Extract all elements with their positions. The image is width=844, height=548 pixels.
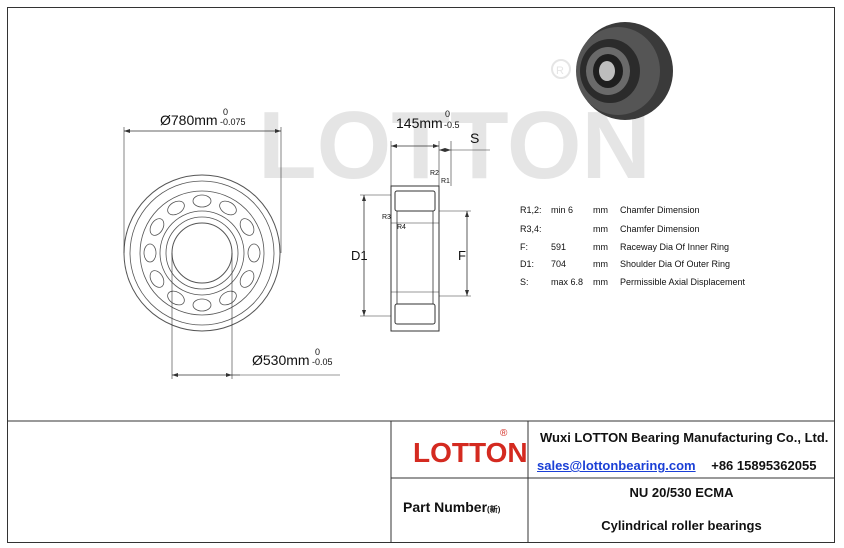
spec-value: 591: [551, 242, 566, 252]
roller: [247, 243, 261, 263]
roller: [143, 243, 157, 263]
outer-diameter-lower-tol: -0.075: [220, 117, 246, 127]
spec-value: min 6: [551, 205, 573, 215]
spec-unit: mm: [593, 205, 608, 215]
phone-number: +86 15895362055: [711, 458, 817, 473]
roller: [219, 290, 237, 306]
outer-diameter-dimension: Ø780mm 0 -0.075: [123, 107, 282, 253]
spec-symbol: S:: [520, 277, 529, 287]
registered-icon: ®: [500, 428, 508, 439]
watermark-registered-letter: R: [556, 65, 564, 77]
roller: [167, 200, 185, 216]
r3-label: R3: [382, 214, 391, 221]
spec-value: max 6.8: [551, 277, 583, 287]
spec-symbol: D1:: [520, 259, 534, 269]
spec-unit: mm: [593, 277, 608, 287]
width-dimension: 145mm 0 -0.5 S: [391, 109, 490, 152]
f-dimension: F: [439, 210, 471, 297]
lotton-logo: LOTTON ®: [413, 428, 528, 468]
spec-value: 704: [551, 259, 566, 269]
spec-desc: Shoulder Dia Of Outer Ring: [620, 259, 730, 269]
roller: [239, 270, 255, 288]
bearing-3d-illustration: [576, 22, 673, 120]
inner-diameter-upper-tol: 0: [315, 347, 320, 357]
watermark-logo: LOTTON R: [258, 59, 651, 199]
part-number-label: Part Number: [403, 499, 488, 515]
roller: [239, 218, 255, 236]
width-upper-tol: 0: [445, 109, 450, 119]
spec-symbol: R1,2:: [520, 205, 542, 215]
watermark-text: LOTTON: [258, 92, 651, 199]
roller: [192, 298, 212, 312]
part-number-value: NU 20/530 ECMA: [629, 485, 734, 500]
roller: [149, 270, 165, 288]
watermark-registered-icon: [551, 59, 571, 79]
inner-diameter-dimension: Ø530mm 0 -0.05: [171, 253, 340, 379]
outer-diameter-upper-tol: 0: [223, 107, 228, 117]
spec-desc: Raceway Dia Of Inner Ring: [620, 242, 729, 252]
spec-desc: Chamfer Dimension: [620, 205, 700, 215]
bearing-section-view: [390, 141, 452, 332]
width-lower-tol: -0.5: [444, 120, 460, 130]
spec-unit: mm: [593, 242, 608, 252]
roller: [167, 290, 185, 306]
company-name: Wuxi LOTTON Bearing Manufacturing Co., L…: [540, 430, 829, 445]
radius-labels: R2 R1 R3 R4: [382, 170, 450, 231]
lotton-logo-text: LOTTON: [413, 437, 528, 468]
spec-unit: mm: [593, 224, 608, 234]
roller: [192, 194, 212, 208]
inner-diameter-label: Ø530mm: [252, 352, 310, 368]
roller: [219, 200, 237, 216]
r1-label: R1: [441, 178, 450, 185]
s-label: S: [470, 130, 479, 146]
spec-unit: mm: [593, 259, 608, 269]
bearing-front-view: [123, 174, 281, 332]
spec-desc: Permissible Axial Displacement: [620, 277, 746, 287]
outer-diameter-label: Ø780mm: [160, 112, 218, 128]
drawing-frame: [7, 7, 835, 543]
part-number-suffix: (新): [487, 505, 501, 514]
d1-dimension: D1: [351, 194, 391, 317]
spec-symbol: F:: [520, 242, 528, 252]
roller-group: [143, 194, 261, 312]
roller: [149, 218, 165, 236]
f-label: F: [458, 248, 466, 263]
width-label: 145mm: [396, 115, 443, 131]
spec-desc: Chamfer Dimension: [620, 224, 700, 234]
inner-diameter-lower-tol: -0.05: [312, 357, 333, 367]
r2-label: R2: [430, 170, 439, 177]
product-type: Cylindrical roller bearings: [601, 518, 762, 533]
r4-label: R4: [397, 224, 406, 231]
d1-label: D1: [351, 248, 368, 263]
spec-symbol: R3,4:: [520, 224, 542, 234]
title-block-lines: [7, 420, 835, 543]
email-link[interactable]: sales@lottonbearing.com: [537, 458, 696, 473]
